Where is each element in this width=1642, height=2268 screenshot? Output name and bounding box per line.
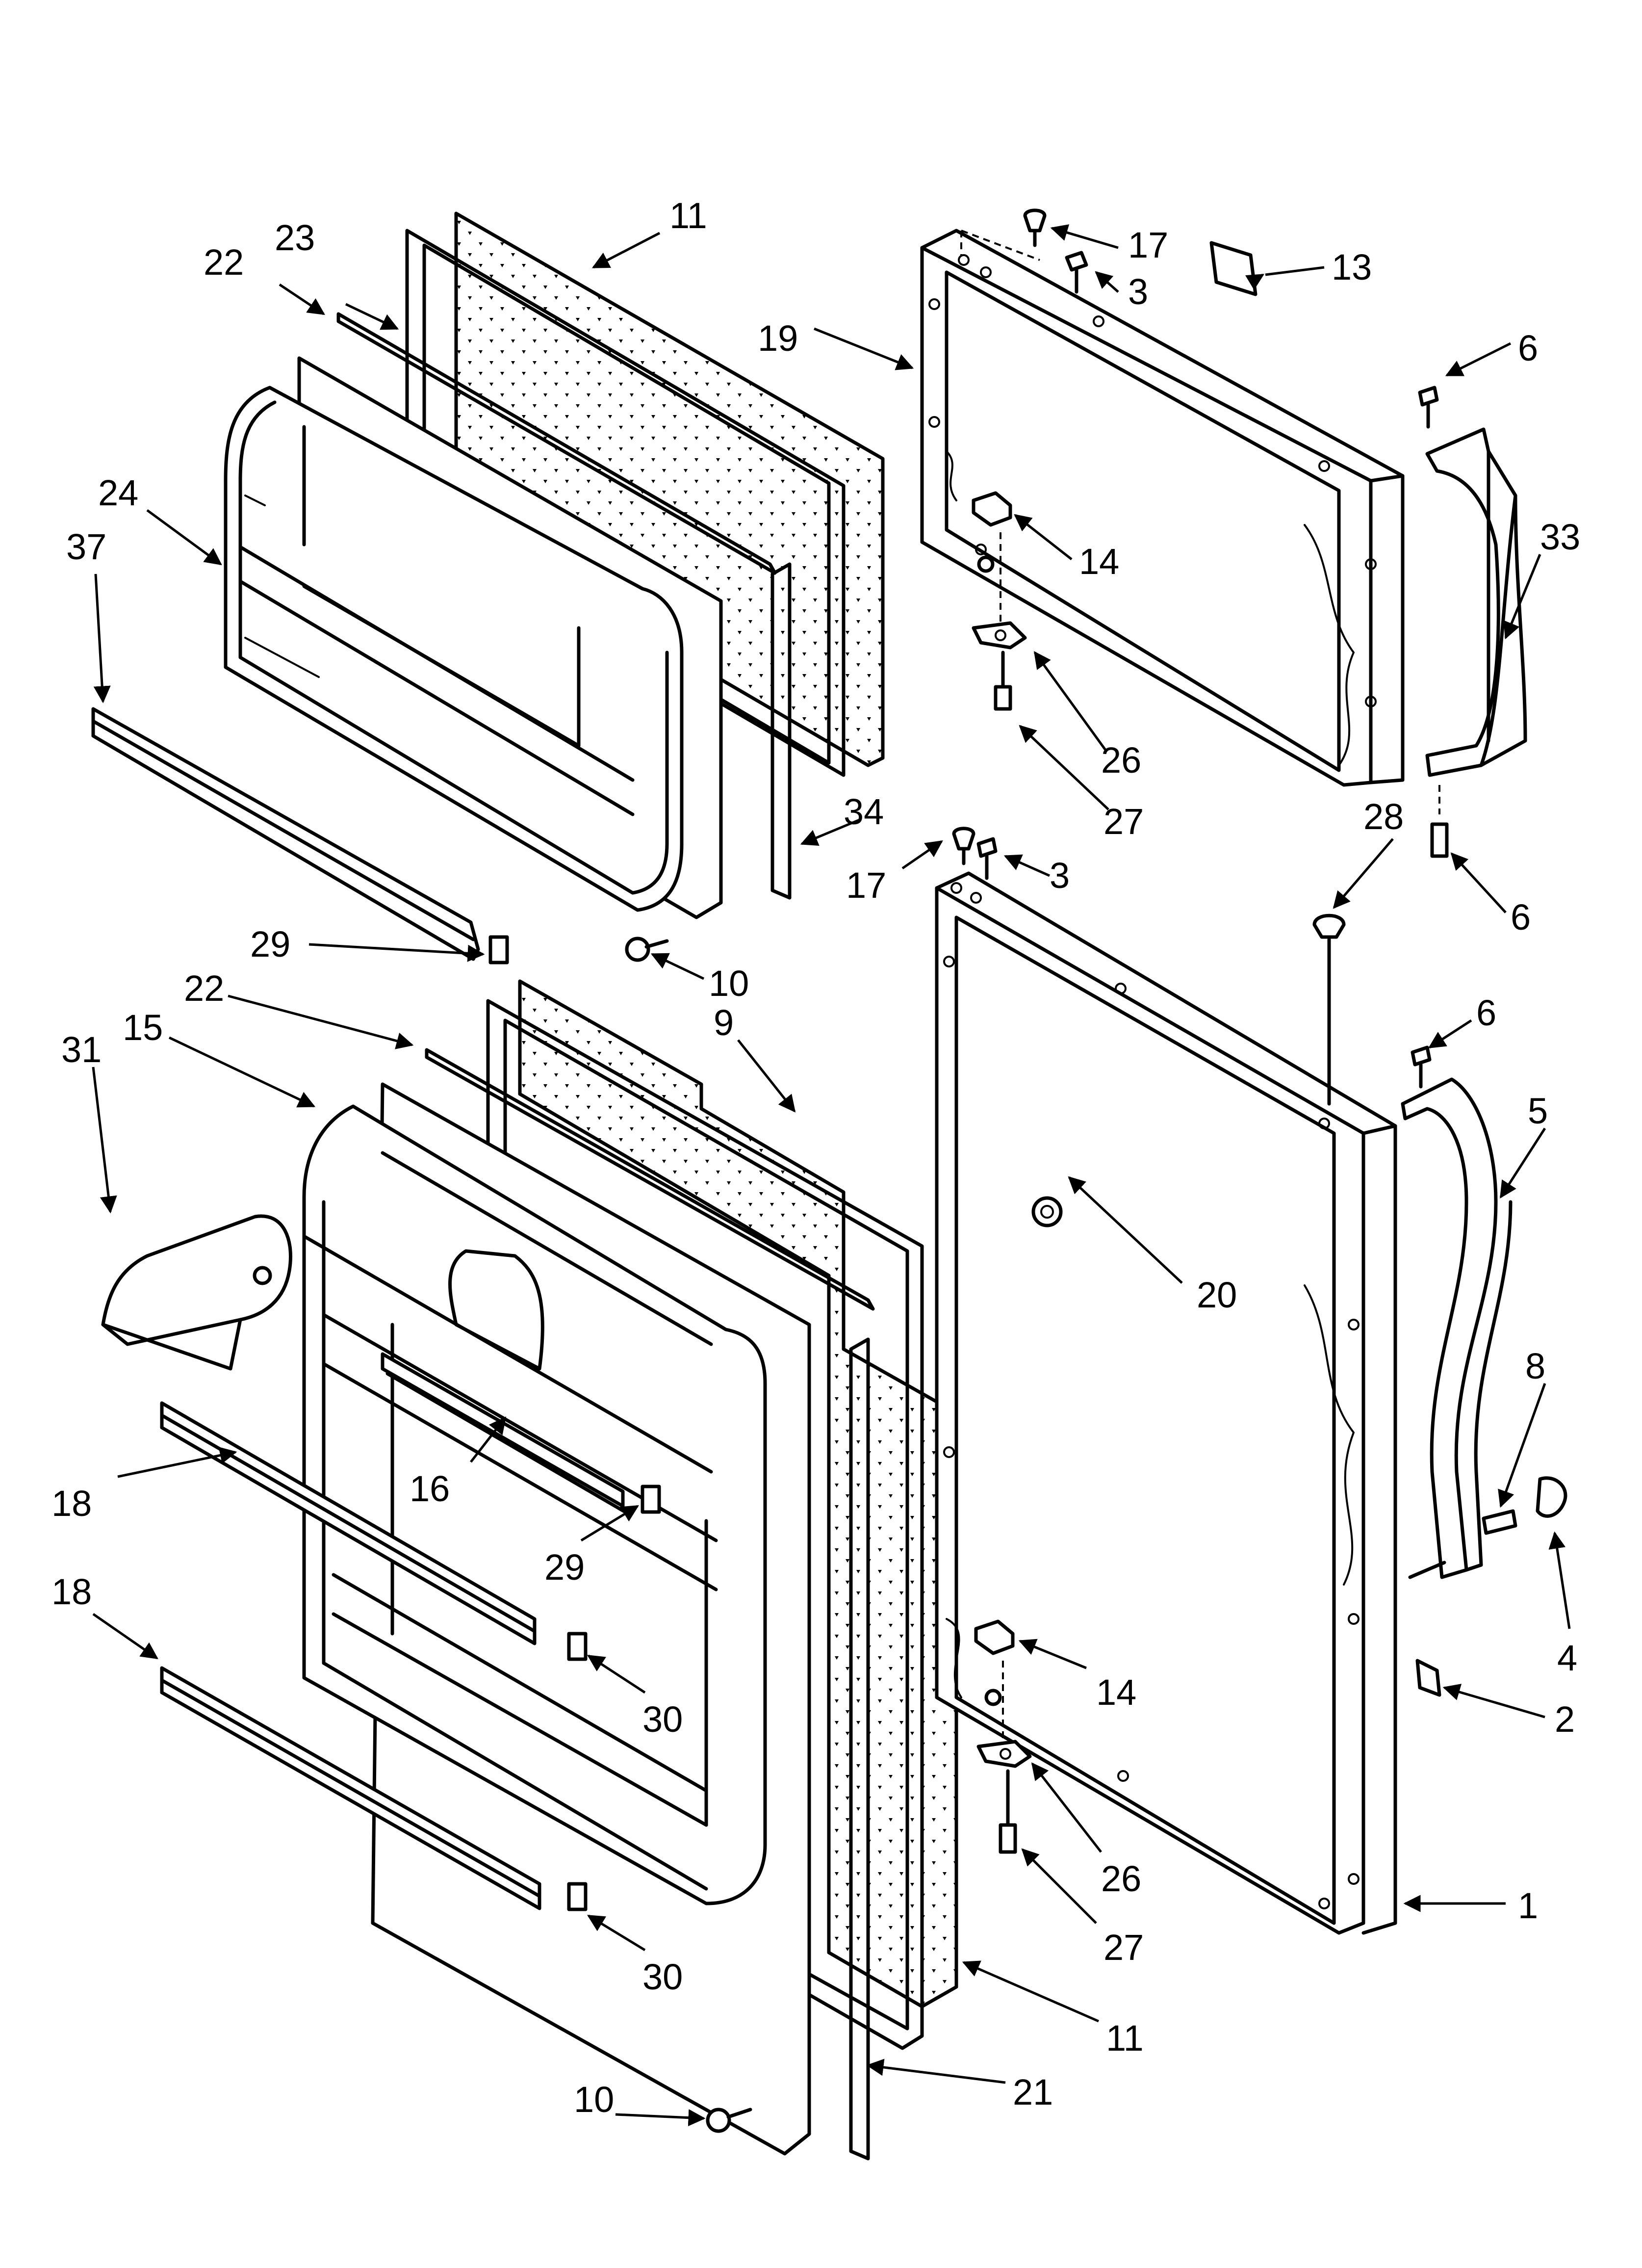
callout-10-upper: 10 (709, 963, 749, 1004)
screw-27-upper (994, 685, 1012, 711)
callout-4: 4 (1557, 1638, 1577, 1678)
callout-3-lower: 3 (1050, 855, 1070, 896)
button-20 (1031, 1196, 1063, 1227)
callout-21: 21 (1013, 2072, 1053, 2112)
fresh-outer-door-panel (935, 886, 1365, 1935)
clip-29-lower (641, 1485, 661, 1514)
callout-1: 1 (1518, 1885, 1538, 1926)
callout-17-upper: 17 (1128, 225, 1168, 265)
screw-8 (1482, 1509, 1517, 1535)
callout-2: 2 (1555, 1699, 1575, 1740)
callout-5: 5 (1528, 1091, 1548, 1131)
callout-18-lower: 18 (51, 1571, 92, 1612)
callout-31: 31 (61, 1029, 102, 1070)
freezer-breaker-strip (336, 312, 777, 575)
callout-18-upper: 18 (51, 1483, 92, 1524)
cap-4 (1536, 1476, 1567, 1518)
freezer-strip (770, 562, 792, 900)
callout-6-middle: 6 (1511, 897, 1531, 938)
callout-24: 24 (98, 472, 138, 513)
plug-28 (1312, 913, 1346, 939)
screw-10-lower (706, 2108, 752, 2133)
fresh-front-strip (849, 1337, 870, 2161)
callout-22-upper: 22 (204, 242, 244, 283)
label-13 (1209, 241, 1257, 296)
callout-17-lower: 17 (846, 865, 886, 906)
screw-6-lower (1411, 1045, 1432, 1067)
callout-28: 28 (1363, 796, 1404, 837)
callout-37: 37 (66, 526, 106, 567)
callout-labels: 11 23 22 17 3 13 19 6 24 37 14 33 26 27 … (51, 195, 1580, 2120)
dairy-bucket-31 (101, 1214, 292, 1346)
hinge-26-upper (972, 621, 1027, 650)
callout-6-upper: 6 (1518, 328, 1538, 368)
screw-10-upper (625, 937, 669, 962)
leader-lines (92, 224, 1571, 2127)
handle-33 (1425, 427, 1527, 777)
callout-22-lower: 22 (184, 968, 224, 1009)
screw-3-upper (1065, 251, 1088, 272)
hinge-26-lower (976, 1740, 1032, 1768)
fresh-handle (1401, 1045, 1567, 1697)
hinge-14-lower (974, 1619, 1015, 1655)
callout-14-upper: 14 (1079, 541, 1119, 582)
freezer-hinge-hardware (972, 491, 1027, 711)
callout-13: 13 (1332, 247, 1372, 287)
screw-6-upper-top (1418, 386, 1439, 407)
callout-14-lower: 14 (1096, 1672, 1136, 1713)
callout-19: 19 (758, 318, 798, 359)
fresh-top-hardware (952, 827, 998, 880)
callout-27-upper: 27 (1103, 801, 1144, 842)
callout-29-upper: 29 (250, 924, 290, 965)
callout-9: 9 (714, 1002, 734, 1043)
callout-29-lower: 29 (544, 1547, 585, 1588)
bracket-2 (1415, 1659, 1441, 1697)
hinge-14-upper (972, 491, 1012, 527)
callout-3-upper: 3 (1128, 271, 1148, 312)
callout-30-lower: 30 (642, 1956, 683, 1997)
freezer-door-liner-group (91, 211, 885, 965)
callout-10-lower: 10 (574, 2079, 614, 2120)
fresh-hinge-hardware (974, 1619, 1032, 1854)
freezer-handle (1418, 386, 1527, 858)
callout-23: 23 (275, 217, 315, 258)
callout-27-lower: 27 (1103, 1927, 1144, 1968)
freezer-outer-door-panel (920, 246, 1373, 787)
callout-20: 20 (1197, 1275, 1237, 1315)
clip-30-lower (567, 1882, 588, 1911)
callout-26-upper: 26 (1101, 740, 1141, 781)
clip-30-upper (567, 1632, 588, 1661)
callout-15: 15 (123, 1007, 163, 1048)
screw-27-lower (999, 1823, 1017, 1854)
callout-6-lower: 6 (1476, 992, 1496, 1033)
plug-17-lower (952, 827, 975, 851)
callout-11-lower: 11 (1106, 2018, 1144, 2059)
callout-33: 33 (1540, 517, 1580, 557)
plug-17-upper (1023, 209, 1047, 233)
callout-30-upper: 30 (642, 1699, 683, 1740)
fresh-food-outer-door (935, 871, 1397, 1935)
handle-5 (1401, 1077, 1498, 1579)
freezer-liner-outer (224, 386, 684, 912)
fresh-breaker-strip (425, 1048, 875, 1311)
callout-8: 8 (1525, 1346, 1545, 1386)
callout-26-lower: 26 (1101, 1858, 1141, 1899)
callout-16: 16 (410, 1468, 450, 1509)
fresh-food-door-liner-group (101, 979, 958, 2161)
screw-6-upper-bottom (1430, 822, 1449, 858)
screw-3-lower (976, 837, 998, 858)
callout-34: 34 (844, 791, 884, 832)
callout-11-upper: 11 (669, 195, 707, 236)
freezer-outer-door (920, 229, 1405, 787)
fresh-liner-front (302, 1104, 767, 1905)
clip-29-upper (488, 935, 509, 965)
freezer-top-hardware (1023, 209, 1257, 296)
